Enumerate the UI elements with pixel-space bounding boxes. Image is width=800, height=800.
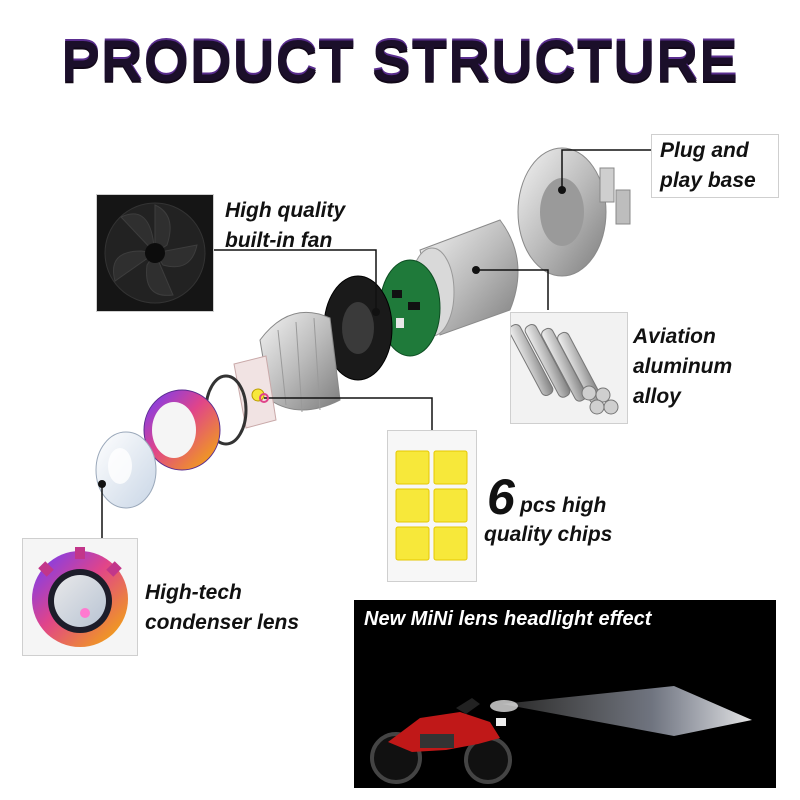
fan-ring-part (323, 275, 393, 381)
plug-base-label: Plug and play base (660, 139, 756, 192)
fan-label: High quality built-in fan (225, 199, 346, 252)
led-chips-photo (387, 430, 477, 582)
page-title: PRODUCT STRUCTURE (61, 29, 739, 94)
aluminum-bars-icon (511, 324, 619, 415)
rainbow-ring-part (143, 389, 221, 471)
driver-board-part (379, 259, 441, 357)
heatsink-part (259, 311, 341, 413)
chip-count: 6 (487, 469, 515, 525)
chip-quality-label: quality chips (484, 523, 613, 546)
glass-lens-part (95, 431, 157, 509)
led-chip-icon (395, 450, 468, 561)
aluminum-photo (510, 312, 628, 424)
motorcycle-icon (370, 698, 512, 784)
chip-count-unit: pcs high (520, 494, 607, 517)
fan-photo (96, 194, 214, 312)
lens-photo (22, 538, 138, 656)
effect-title: New MiNi lens headlight effect (364, 608, 652, 630)
lens-label: High-tech condenser lens (145, 581, 300, 634)
aluminum-label: Aviation aluminum alloy (633, 325, 733, 408)
fan-icon (97, 195, 213, 311)
lens-icon (32, 547, 128, 647)
headlight-effect-panel: New MiNi lens headlight effect (354, 600, 776, 788)
plug-base-label-box (651, 134, 779, 198)
plug-base-part (517, 147, 631, 277)
light-beam-icon (490, 686, 752, 736)
